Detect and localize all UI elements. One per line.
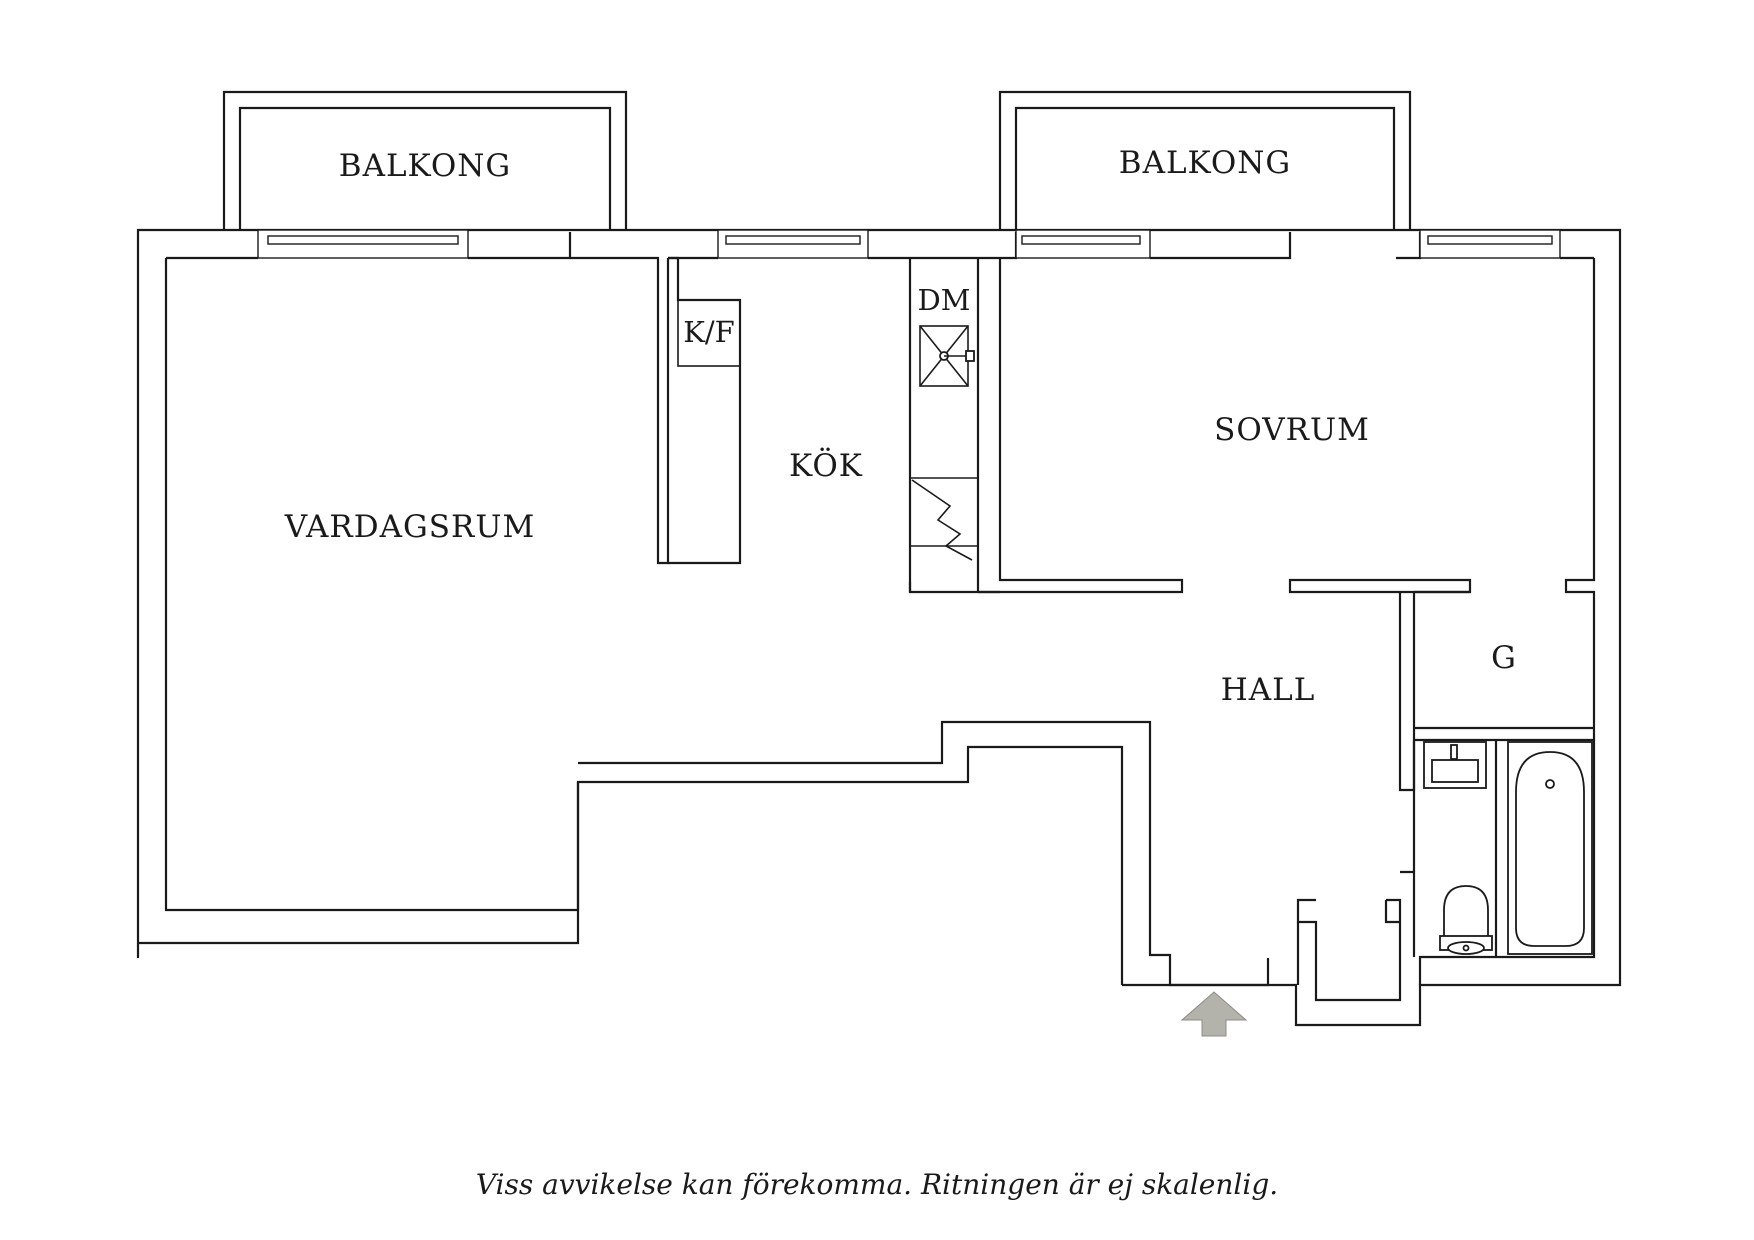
interior-walls [978, 258, 1594, 1002]
label-balkong-right: BALKONG [1119, 145, 1291, 181]
balcony-left [222, 90, 628, 230]
label-sovrum: SOVRUM [1214, 412, 1370, 448]
label-hall: HALL [1221, 672, 1316, 708]
sink-icon [1423, 741, 1487, 789]
window-living [257, 229, 469, 259]
label-g: G [1491, 640, 1517, 676]
toilet-icon [1439, 885, 1493, 955]
label-dm: DM [918, 283, 971, 317]
window-kitchen [717, 229, 869, 259]
bathtub-icon [1507, 741, 1593, 955]
label-kok: KÖK [789, 446, 863, 484]
window-bedroom-left [1015, 229, 1151, 259]
label-kf: K/F [683, 315, 735, 349]
entrance-arrow-icon [1180, 991, 1248, 1037]
window-bedroom-right [1419, 229, 1561, 259]
label-balkong-left: BALKONG [339, 148, 511, 184]
kitchen-counter-right [908, 258, 1000, 594]
balcony-right [998, 90, 1412, 230]
kitchen-counter-left [668, 256, 742, 565]
disclaimer-text: Viss avvikelse kan förekomma. Ritningen … [475, 1168, 1279, 1201]
outer-walls [136, 228, 1622, 1027]
label-vardagsrum: VARDAGSRUM [284, 509, 535, 545]
